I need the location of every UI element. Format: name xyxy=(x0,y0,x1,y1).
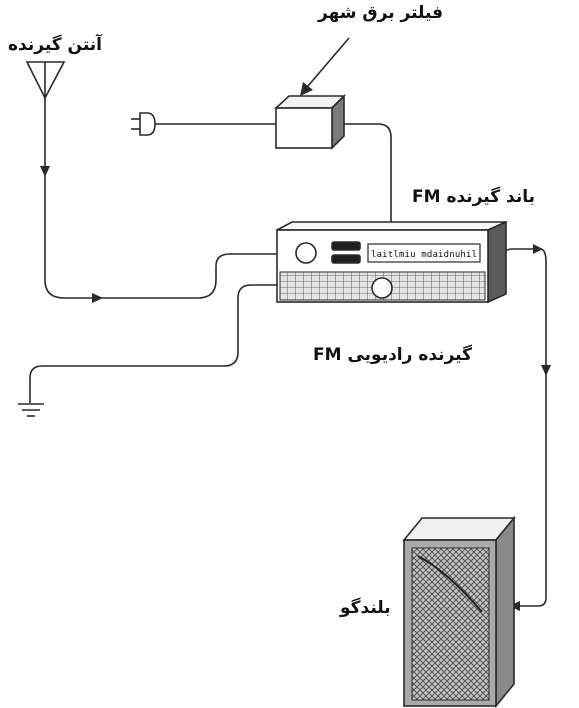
power-filter-label: فیلتر برق شهر xyxy=(318,3,444,23)
antenna-cable xyxy=(44,62,277,299)
antenna-label: آنتن گیرنده xyxy=(8,35,103,55)
filter-pointer-arrow-line xyxy=(307,37,350,87)
speaker-icon xyxy=(402,515,516,708)
ground-icon xyxy=(18,403,44,417)
tuning-knob xyxy=(295,242,317,264)
speaker-label: بلندگو xyxy=(340,598,391,618)
power-filter-box xyxy=(273,94,346,150)
fm-receiver-unit xyxy=(276,220,507,304)
frequency-dial-text: laitlmiu mdaidnuhil xyxy=(371,250,477,260)
arrow-speaker-down xyxy=(541,365,551,376)
fm-receiver-label: گیرنده رادیویی FM xyxy=(313,345,472,365)
volume-knob xyxy=(371,277,393,299)
power-cable-to-receiver xyxy=(332,123,392,230)
frequency-dial xyxy=(367,243,481,263)
arrow-filter-pointer xyxy=(300,82,313,96)
ground-cable xyxy=(29,284,277,403)
arrow-speaker-right xyxy=(533,244,543,254)
power-plug-icon xyxy=(131,112,156,136)
arrow-antenna-down xyxy=(40,166,50,177)
arrow-antenna-right xyxy=(92,293,103,303)
fm-band-label: باند گیرنده FM xyxy=(412,187,535,207)
